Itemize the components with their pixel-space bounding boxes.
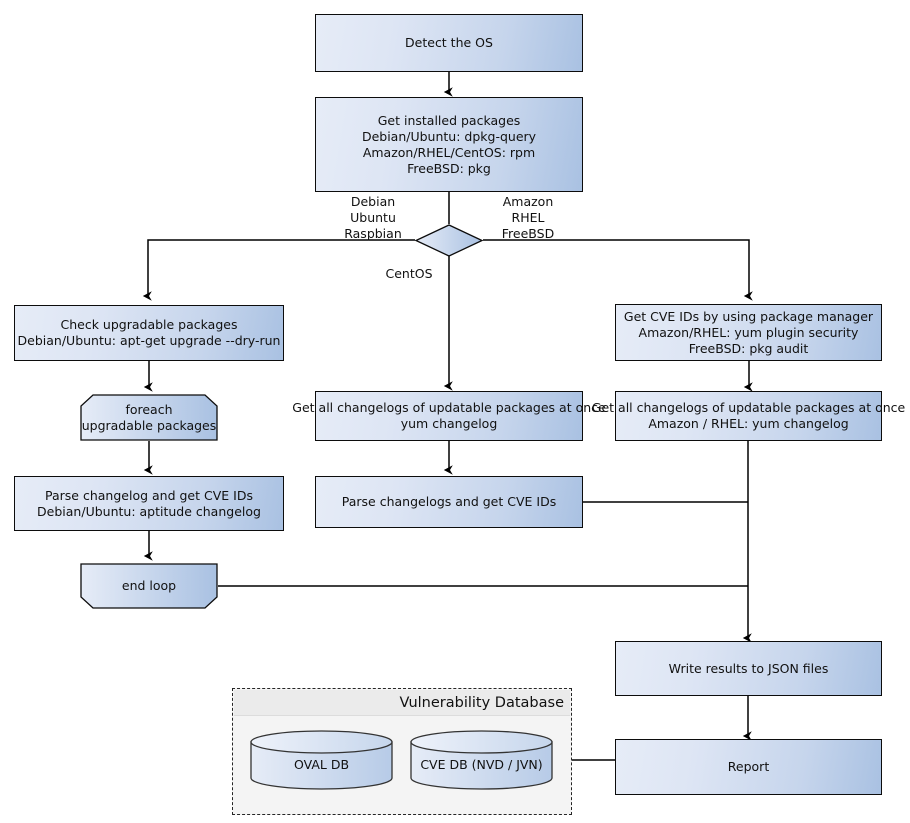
right-branch-line-2: RHEL: [511, 210, 545, 225]
edge-label-right-branch: Amazon RHEL FreeBSD: [488, 194, 568, 242]
edge-decision-right: [483, 239, 753, 301]
line-2: Amazon/RHEL: yum plugin security: [638, 324, 859, 340]
node-os-decision[interactable]: [415, 224, 483, 257]
node-parse-changelog-debian-label: Parse changelog and get CVE IDs Debian/U…: [37, 488, 261, 520]
node-report-label: Report: [727, 759, 770, 774]
right-branch-line-1: Amazon: [502, 194, 554, 209]
loop-start-shape-icon: [80, 394, 218, 441]
line-1: Get all changelogs of updatable packages…: [292, 400, 606, 415]
right-branch-line-3: FreeBSD: [501, 226, 555, 241]
node-get-changelogs-rhel[interactable]: Get all changelogs of updatable packages…: [592, 391, 905, 441]
node-parse-changelogs-centos[interactable]: Parse changelogs and get CVE IDs: [315, 476, 583, 528]
line-3: Amazon/RHEL/CentOS: rpm: [362, 144, 536, 160]
edge-label-left-branch: Debian Ubuntu Raspbian: [333, 194, 413, 242]
node-check-upgradable-packages-label: Check upgradable packages Debian/Ubuntu:…: [18, 317, 281, 349]
line-1: Parse changelog and get CVE IDs: [45, 487, 253, 503]
node-get-changelogs-centos-label: Get all changelogs of updatable packages…: [292, 400, 605, 432]
node-report[interactable]: Report: [615, 739, 882, 795]
left-branch-line-1: Debian: [350, 194, 396, 209]
edge-decision-left: [142, 239, 415, 301]
edge-label-center-branch: CentOS: [385, 266, 433, 281]
node-get-cve-ids-package-manager[interactable]: Get CVE IDs by using package manager Ama…: [615, 304, 882, 361]
node-get-cve-ids-package-manager-label: Get CVE IDs by using package manager Ama…: [624, 309, 873, 357]
node-get-installed-packages-label: Get installed packages Debian/Ubuntu: dp…: [362, 113, 536, 177]
node-foreach-upgradable-packages[interactable]: foreach upgradable packages: [80, 394, 218, 441]
left-branch-line-3: Raspbian: [344, 226, 402, 241]
loop-end-shape-icon: [80, 563, 218, 609]
node-get-changelogs-centos[interactable]: Get all changelogs of updatable packages…: [292, 391, 606, 441]
node-get-installed-packages[interactable]: Get installed packages Debian/Ubuntu: dp…: [315, 97, 583, 192]
line-2: Debian/Ubuntu: dpkg-query: [361, 128, 537, 144]
line-1: Get all changelogs of updatable packages…: [591, 400, 906, 415]
line-2: Amazon / RHEL: yum changelog: [648, 416, 849, 431]
left-branch-line-2: Ubuntu: [350, 210, 396, 225]
node-write-results-json-label: Write results to JSON files: [668, 660, 829, 676]
line-1: Check upgradable packages: [60, 317, 238, 332]
line-3: FreeBSD: pkg audit: [688, 340, 809, 356]
line-1: Get installed packages: [377, 112, 521, 128]
node-parse-changelog-debian[interactable]: Parse changelog and get CVE IDs Debian/U…: [14, 476, 284, 531]
database-cylinder-icon: [250, 730, 393, 790]
node-write-results-json[interactable]: Write results to JSON files: [615, 641, 882, 696]
line-4: FreeBSD: pkg: [407, 160, 491, 176]
line-2: yum changelog: [400, 416, 498, 431]
node-cve-db[interactable]: CVE DB (NVD / JVN): [410, 730, 553, 790]
node-oval-db[interactable]: OVAL DB: [250, 730, 393, 790]
database-cylinder-icon: [410, 730, 553, 790]
line-2: Debian/Ubuntu: apt-get upgrade --dry-run: [17, 333, 281, 348]
node-parse-changelogs-centos-label: Parse changelogs and get CVE IDs: [341, 494, 557, 509]
line-2: Debian/Ubuntu: aptitude changelog: [37, 503, 261, 519]
line-1: Get CVE IDs by using package manager: [623, 308, 874, 324]
node-get-changelogs-rhel-label: Get all changelogs of updatable packages…: [592, 400, 905, 432]
node-end-loop[interactable]: end loop: [80, 563, 218, 609]
vulnerability-database-group-title: Vulnerability Database: [234, 690, 570, 716]
diamond-icon: [415, 224, 483, 257]
node-detect-the-os-label: Detect the OS: [405, 35, 493, 50]
node-detect-the-os[interactable]: Detect the OS: [315, 14, 583, 72]
node-check-upgradable-packages[interactable]: Check upgradable packages Debian/Ubuntu:…: [14, 305, 284, 361]
